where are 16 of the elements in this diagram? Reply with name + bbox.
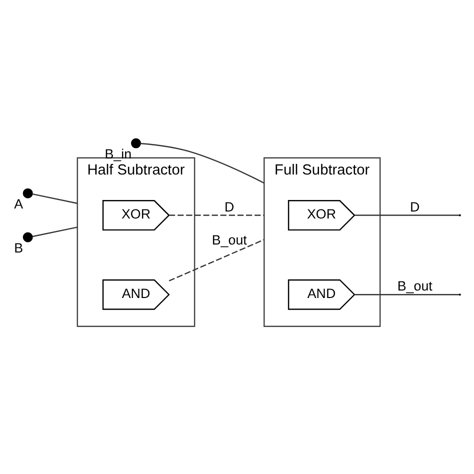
node-circle (22, 232, 33, 242)
node-label: B (14, 240, 24, 255)
edge-label: D (224, 198, 234, 214)
node-circle (130, 138, 141, 148)
edge-label: B_out (397, 278, 432, 294)
connector (169, 214, 264, 216)
connector (140, 142, 264, 184)
node-label: A (14, 196, 24, 211)
connector (354, 294, 460, 295)
edge-label: B_out (212, 232, 247, 247)
connector (32, 192, 78, 204)
connector (168, 238, 264, 281)
connector (354, 214, 460, 216)
connector (32, 226, 78, 237)
edge-label: D (410, 198, 420, 214)
node-circle (22, 188, 33, 198)
